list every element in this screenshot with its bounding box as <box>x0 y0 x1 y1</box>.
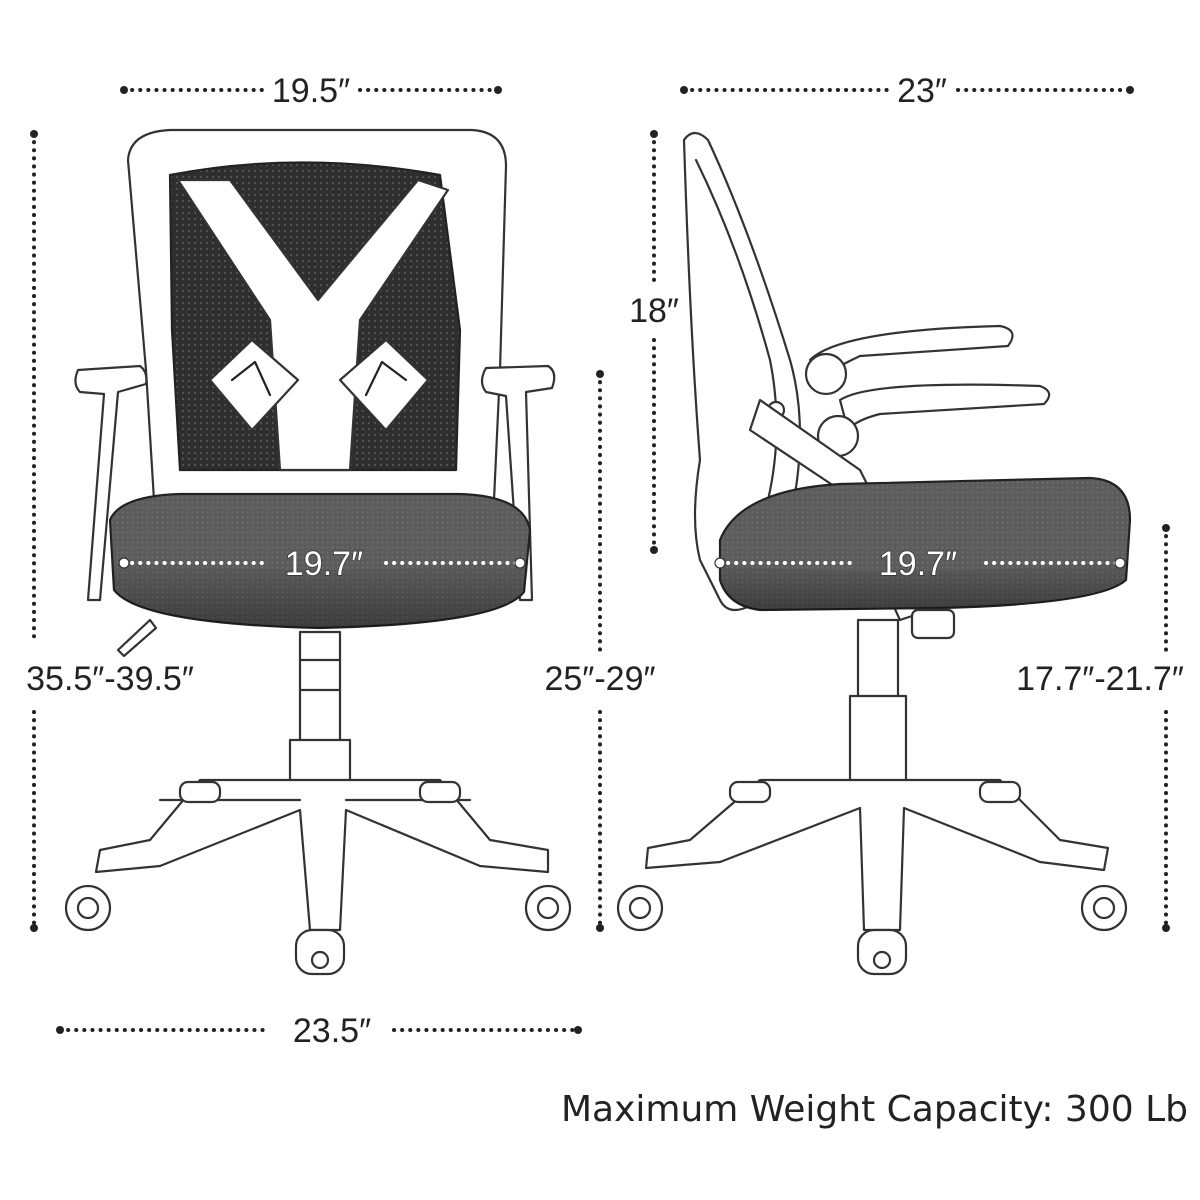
front-lumbar-left <box>208 338 300 432</box>
seat-dimension-endpoints <box>118 557 1126 569</box>
total-height-label: 35.5″-39.5″ <box>26 660 194 698</box>
backrest-height-label: 18″ <box>629 292 679 330</box>
front-height-lever <box>116 618 158 658</box>
front-lumbar-right <box>338 338 430 432</box>
front-caster-right <box>524 884 572 932</box>
side-caster-right <box>1080 884 1128 932</box>
front-caster-back-left <box>178 780 222 804</box>
front-caster-left <box>64 884 112 932</box>
front-caster-center <box>294 928 346 976</box>
side-caster-left <box>616 884 664 932</box>
front-left-armrest <box>74 364 148 602</box>
front-right-armrest <box>480 364 556 602</box>
arm-height-label: 25″-29″ <box>544 660 655 698</box>
front-width-label: 19.5″ <box>272 72 350 110</box>
side-chair-illustration <box>616 131 1132 976</box>
base-width-label: 23.5″ <box>293 1012 371 1050</box>
side-caster-center <box>856 928 908 976</box>
side-depth-label: 23″ <box>897 72 947 110</box>
dimension-lines <box>32 88 1168 1032</box>
front-caster-back-right <box>418 780 462 804</box>
side-armrest-lower <box>838 383 1051 432</box>
weight-capacity-caption: Maximum Weight Capacity: 300 Lb <box>561 1089 1188 1130</box>
side-caster-back-right <box>978 780 1022 804</box>
side-caster-back-left <box>728 780 772 804</box>
side-arm-pivot-upper <box>804 352 848 396</box>
side-seat-depth-label: 19.7″ <box>879 545 957 583</box>
side-gas-lift-upper <box>856 618 900 702</box>
side-lever <box>910 608 956 640</box>
front-gas-lift-upper <box>298 630 342 744</box>
front-seat-depth-label: 19.7″ <box>285 545 363 583</box>
side-base <box>644 778 1110 932</box>
dimension-endpoints <box>30 86 1170 1034</box>
seat-height-label: 17.7″-21.7″ <box>1016 660 1184 698</box>
front-chair-illustration <box>64 128 572 976</box>
front-base <box>94 778 550 932</box>
